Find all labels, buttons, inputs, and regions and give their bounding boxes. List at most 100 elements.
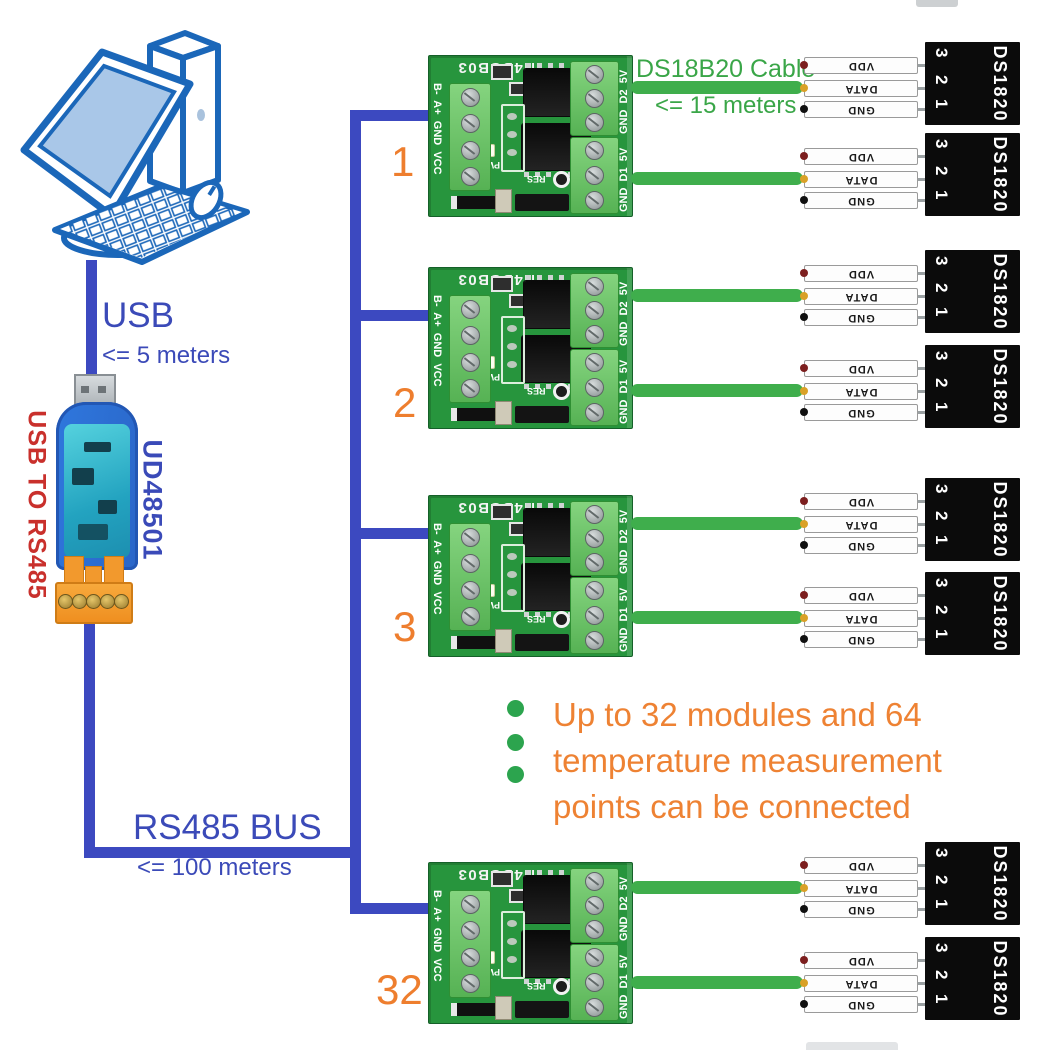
rs485-bus-label: RS485 BUS [133, 808, 322, 847]
transistor [515, 406, 569, 423]
screw [460, 352, 480, 372]
sensor-pin-number-3: 3 [932, 943, 951, 953]
ds18b20-cable-7 [631, 881, 803, 894]
terminal-screw [114, 594, 129, 609]
sensor-body: 3 2 1 DS1820 [925, 250, 1020, 333]
note-line-2: temperature measurement [553, 742, 942, 779]
sensor-pin-label-data: DATA [804, 610, 918, 627]
pad [507, 113, 517, 120]
screw [585, 606, 604, 625]
usb-label: USB [102, 296, 174, 335]
pin-tip-gnd [800, 1000, 808, 1008]
sensor-body: 3 2 1 DS1820 [925, 478, 1020, 561]
sensor-body: 3 2 1 DS1820 [925, 572, 1020, 655]
screw [460, 326, 480, 346]
ellipsis-dot [507, 766, 524, 783]
sensor-pin-label-gnd: GND [804, 192, 918, 209]
sensor-pin-label-vdd: VDD [804, 57, 918, 74]
rs485-branch-line-3 [350, 528, 433, 539]
screw [460, 894, 480, 914]
capacitor [495, 401, 512, 425]
rs485-branch-line-32 [350, 903, 433, 914]
sensor-pin-number-1: 1 [932, 899, 951, 909]
pad [507, 553, 517, 560]
sensor-pin-label-data: DATA [804, 288, 918, 305]
module-left-pin-labels: B- A+ GND VCC [431, 890, 443, 982]
ds1820-sensor-8: VDD DATA GND 3 2 1 DS1820 [800, 937, 1022, 1024]
screw [585, 504, 604, 524]
chip-pins [526, 503, 586, 508]
chip-pins [526, 275, 586, 280]
capacitor [495, 189, 512, 213]
smd-component [491, 871, 513, 887]
pad [507, 361, 517, 368]
diode [451, 408, 499, 421]
module-left-terminal [449, 890, 491, 998]
sensor-pin-label-data: DATA [804, 80, 918, 97]
capacitor [495, 629, 512, 653]
sensor-pin-label-vdd: VDD [804, 360, 918, 377]
screw [460, 554, 480, 574]
transistor [515, 1001, 569, 1018]
ds1820-sensor-4: VDD DATA GND 3 2 1 DS1820 [800, 345, 1022, 432]
rs485-distance-label: <= 100 meters [137, 854, 292, 881]
sensor-pin-number-2: 2 [932, 378, 951, 388]
n4dsb03-module-1: N4DSB03 RES PWR B- A+ GND VCC [428, 55, 633, 217]
screw [460, 299, 480, 319]
sensor-pin-label-vdd: VDD [804, 148, 918, 165]
module-right-terminal-upper [570, 61, 619, 136]
pad [507, 589, 517, 596]
n4dsb03-module-3: N4DSB03 RES PWR B- A+ GND VCC [428, 495, 633, 657]
monitor-screen [37, 63, 177, 199]
pad [507, 938, 517, 945]
module-right-terminal-upper [570, 273, 619, 348]
sensor-pin-number-1: 1 [932, 402, 951, 412]
ds18b20-cable-6 [631, 611, 803, 624]
rs485-bus-line [350, 110, 361, 914]
usb-cable-line [86, 260, 97, 382]
module-right-pin-labels-upper: GND D2 5V [618, 876, 630, 941]
module-left-terminal [449, 295, 491, 403]
n4dsb03-module-2: N4DSB03 RES PWR B- A+ GND VCC [428, 267, 633, 429]
ds18b20-cable-1 [631, 81, 803, 94]
sensor-pin-number-2: 2 [932, 511, 951, 521]
screw [585, 973, 604, 992]
module-right-pin-labels-lower: GND D1 5V [618, 359, 630, 424]
pin-tip-vdd [800, 497, 808, 505]
sensor-pin-label-data: DATA [804, 975, 918, 992]
pin-tip-vdd [800, 956, 808, 964]
pin-tip-vdd [800, 591, 808, 599]
chip-pins [526, 63, 586, 68]
sensor-pin-number-2: 2 [932, 283, 951, 293]
screw [585, 88, 604, 108]
pin-tip-gnd [800, 105, 808, 113]
converter-chip [98, 500, 117, 514]
sensor-chip-label: DS1820 [990, 44, 1010, 123]
module-left-pin-labels: B- A+ GND VCC [431, 295, 443, 387]
ds1820-sensor-1: VDD DATA GND 3 2 1 DS1820 [800, 42, 1022, 129]
sensor-cable-label-block: DS18B20 Cable <= 15 meters [636, 57, 815, 120]
screw [585, 403, 604, 422]
pad [507, 131, 517, 138]
sensor-pin-label-data: DATA [804, 383, 918, 400]
sensor-pin-label-gnd: GND [804, 404, 918, 421]
sensor-pin-label-gnd: GND [804, 101, 918, 118]
sensor-pin-number-3: 3 [932, 256, 951, 266]
pin-tip-gnd [800, 408, 808, 416]
silkscreen-outline [501, 104, 525, 172]
module-number-1: 1 [391, 138, 415, 185]
module-left-terminal [449, 83, 491, 191]
sensor-chip-label: DS1820 [990, 135, 1010, 214]
ds1820-sensor-5: VDD DATA GND 3 2 1 DS1820 [800, 478, 1022, 565]
pin-tip-vdd [800, 364, 808, 372]
screw [585, 166, 604, 185]
sensor-pin-number-1: 1 [932, 190, 951, 200]
screw [585, 553, 604, 573]
sensor-pin-label-gnd: GND [804, 996, 918, 1013]
converter-chip [72, 468, 94, 485]
screw [585, 378, 604, 397]
screw [585, 528, 604, 548]
converter-side-label: USB TO RS485 [22, 410, 51, 600]
ds18b20-cable-4 [631, 384, 803, 397]
screw [460, 580, 480, 600]
